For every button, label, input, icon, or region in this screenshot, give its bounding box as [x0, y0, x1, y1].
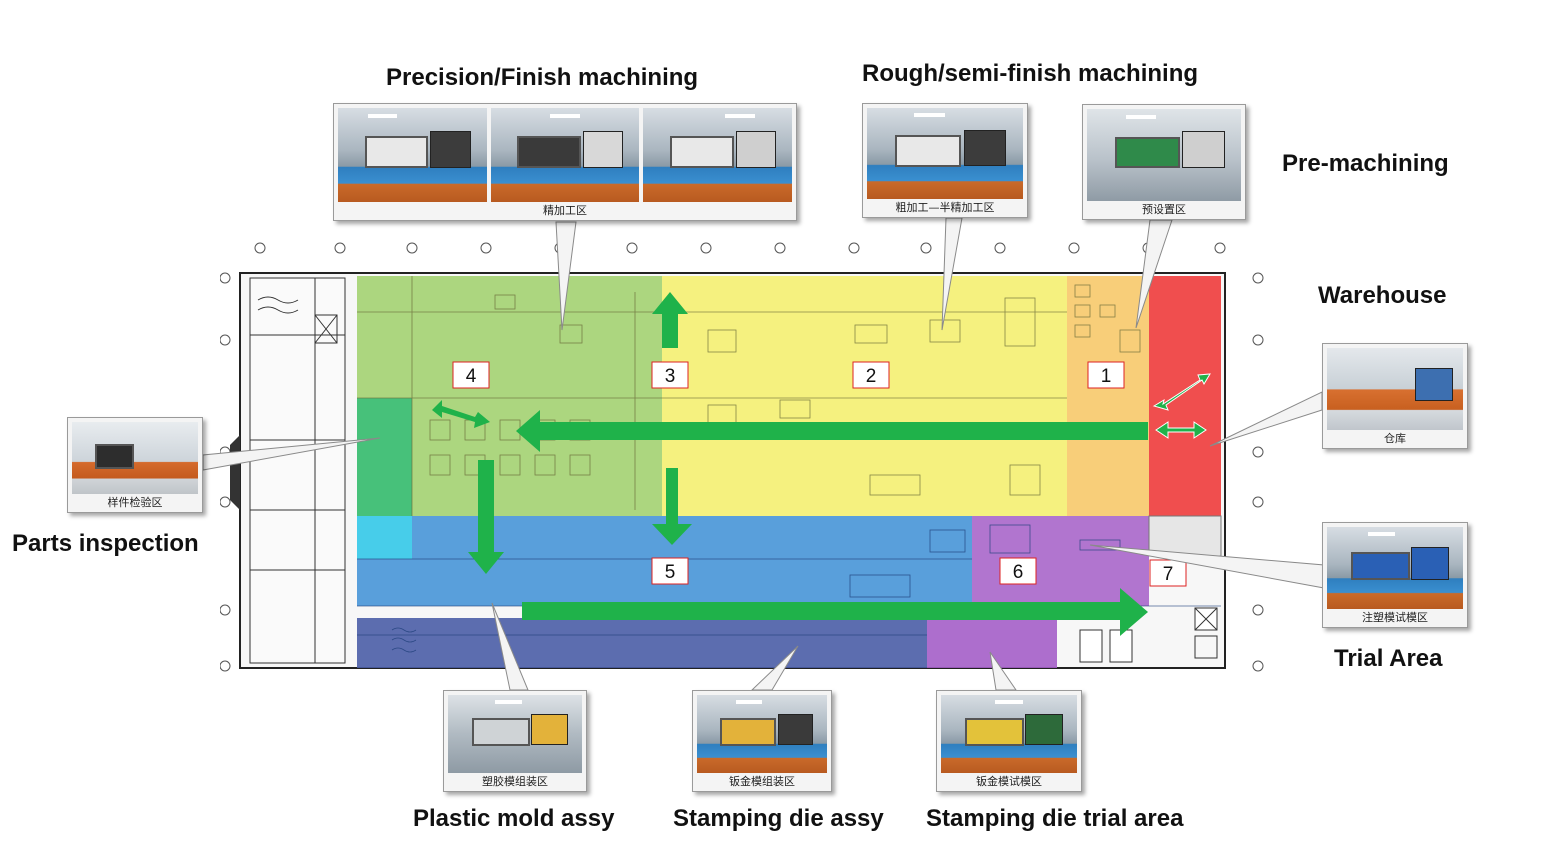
photo-plastic: [448, 695, 582, 773]
entrance-left: [230, 435, 240, 510]
zone-parts-inspection: [357, 398, 412, 516]
title-stamping-die-trial: Stamping die trial area: [926, 805, 1184, 832]
photo-precision-2: [490, 108, 640, 202]
photo-rough: [867, 108, 1023, 199]
zone-number-2: 2: [866, 366, 877, 387]
zone-7-area: [1148, 515, 1222, 557]
flow-arrows: [432, 292, 1148, 636]
zone-warehouse: [1149, 276, 1221, 516]
title-pre-machining: Pre-machining: [1282, 150, 1449, 177]
photo-pre: [1087, 109, 1241, 201]
callout-stamping-die-assy: 钣金模组装区: [692, 690, 832, 792]
arrow-right-bottom: [522, 588, 1148, 636]
photo-precision-1: [338, 108, 487, 202]
caption-stamping-assy: 钣金模组装区: [729, 775, 795, 788]
grid-axis-top: [254, 242, 1226, 254]
photo-warehouse: [1327, 348, 1463, 430]
callout-parts-inspection: 样件检验区: [67, 417, 203, 513]
arrow-left-main: [516, 410, 1148, 452]
zone-navy-area: [357, 618, 927, 668]
zone-number-4: 4: [466, 366, 477, 387]
title-trial-area: Trial Area: [1334, 645, 1443, 672]
callout-rough-machining: 粗加工—半精加工区: [862, 103, 1028, 218]
callout-plastic-mold-assy: 塑胶模组装区: [443, 690, 587, 792]
title-warehouse: Warehouse: [1318, 282, 1447, 309]
photo-stamping-assy: [697, 695, 827, 773]
callout-pre-machining: 预设置区: [1082, 104, 1246, 220]
grid-axis-left: [220, 272, 231, 672]
caption-trial: 注塑模试模区: [1362, 611, 1428, 624]
caption-stamping-trial: 钣金模试模区: [976, 775, 1042, 788]
photo-trial: [1327, 527, 1463, 609]
title-rough-machining: Rough/semi-finish machining: [862, 60, 1199, 87]
zone-5-area: [412, 516, 972, 606]
photo-precision-3: [643, 108, 793, 202]
callout-warehouse: 仓库: [1322, 343, 1468, 449]
title-precision-machining: Precision/Finish machining: [386, 64, 699, 91]
zone-number-3: 3: [665, 366, 676, 387]
warehouse-double-arrows: [1152, 373, 1211, 439]
arrow-down-zone-5: [652, 468, 692, 545]
zone-cyan-area: [357, 516, 412, 559]
zone-number-5: 5: [665, 562, 676, 583]
photo-parts: [72, 422, 198, 494]
title-stamping-die-assy: Stamping die assy: [673, 805, 884, 832]
title-parts-inspection: Parts inspection: [12, 530, 199, 557]
caption-precision: 精加工区: [543, 204, 587, 217]
caption-pre: 预设置区: [1142, 203, 1186, 216]
caption-rough: 粗加工—半精加工区: [895, 201, 995, 214]
office-block: [249, 277, 346, 664]
right-service-area: [1079, 607, 1218, 663]
floor-plan: 4 3 2 1 5 6 7: [220, 242, 1264, 672]
zone-number-7: 7: [1163, 564, 1174, 585]
arrow-double-zone-4: [432, 400, 490, 428]
caption-parts: 样件检验区: [107, 496, 163, 509]
callout-precision-machining: 精加工区: [333, 103, 797, 221]
zone-number-6: 6: [1013, 562, 1024, 583]
title-plastic-mold-assy: Plastic mold assy: [413, 805, 615, 832]
callout-trial-area: 注塑模试模区: [1322, 522, 1468, 628]
zone-5-lower: [357, 559, 412, 606]
zone-1-area: [1067, 276, 1149, 516]
zone-number-1: 1: [1101, 366, 1112, 387]
photo-stamping-trial: [941, 695, 1077, 773]
grid-axis-right: [1252, 272, 1264, 672]
arrow-up-zone-3: [652, 292, 688, 348]
zone-2-area: [662, 276, 1067, 516]
callout-stamping-die-trial: 钣金模试模区: [936, 690, 1082, 792]
arrow-down-zone-4: [468, 460, 504, 574]
caption-warehouse: 仓库: [1384, 432, 1406, 445]
caption-plastic: 塑胶模组装区: [482, 775, 548, 788]
